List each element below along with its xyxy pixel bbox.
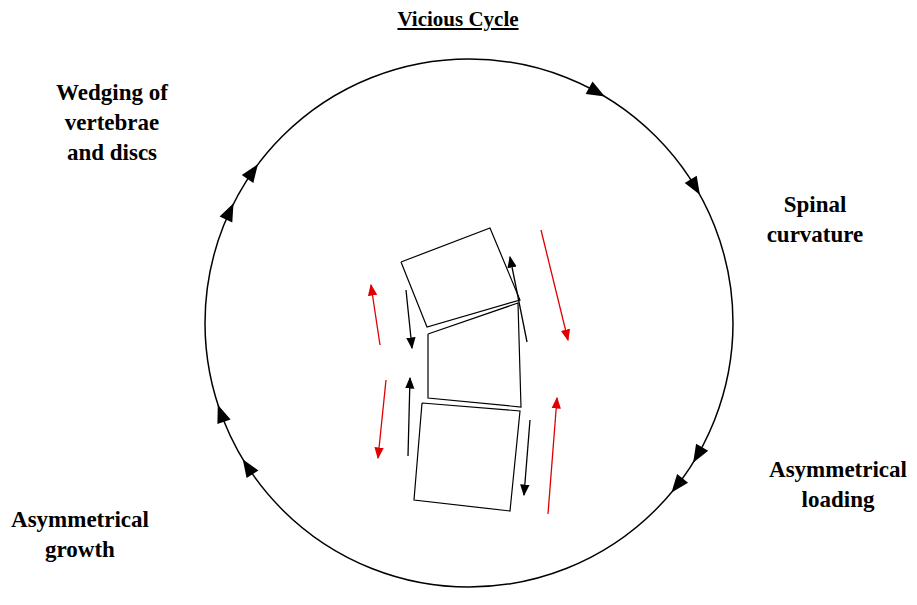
cycle-arrowhead — [220, 203, 234, 222]
cycle-arrowhead — [685, 176, 700, 195]
diagram-title: Vicious Cycle — [397, 6, 518, 32]
cycle-arrowhead — [586, 82, 605, 97]
cycle-arrowhead — [217, 405, 230, 424]
force-arrow — [548, 398, 557, 514]
cycle-arrowhead — [672, 474, 689, 493]
cycle-arrowhead — [693, 444, 708, 463]
cycle-arrowhead — [243, 459, 259, 478]
cycle-stage-label: Spinal curvature — [754, 190, 876, 250]
force-arrow — [541, 230, 568, 340]
force-arrow — [371, 285, 380, 345]
force-arrow — [524, 420, 530, 495]
cycle-circle — [205, 59, 733, 587]
force-arrow — [378, 380, 386, 458]
vertebra-block — [428, 303, 521, 407]
cycle-stage-label: Wedging of vertebrae and discs — [46, 78, 178, 168]
cycle-arrowhead — [242, 164, 258, 183]
force-arrow — [408, 378, 410, 456]
cycle-stage-label: Asymmetrical loading — [763, 455, 913, 515]
cycle-stage-label: Asymmetrical growth — [5, 505, 155, 565]
force-arrow — [510, 257, 527, 342]
force-arrow — [406, 290, 412, 348]
vertebra-block — [414, 403, 520, 511]
